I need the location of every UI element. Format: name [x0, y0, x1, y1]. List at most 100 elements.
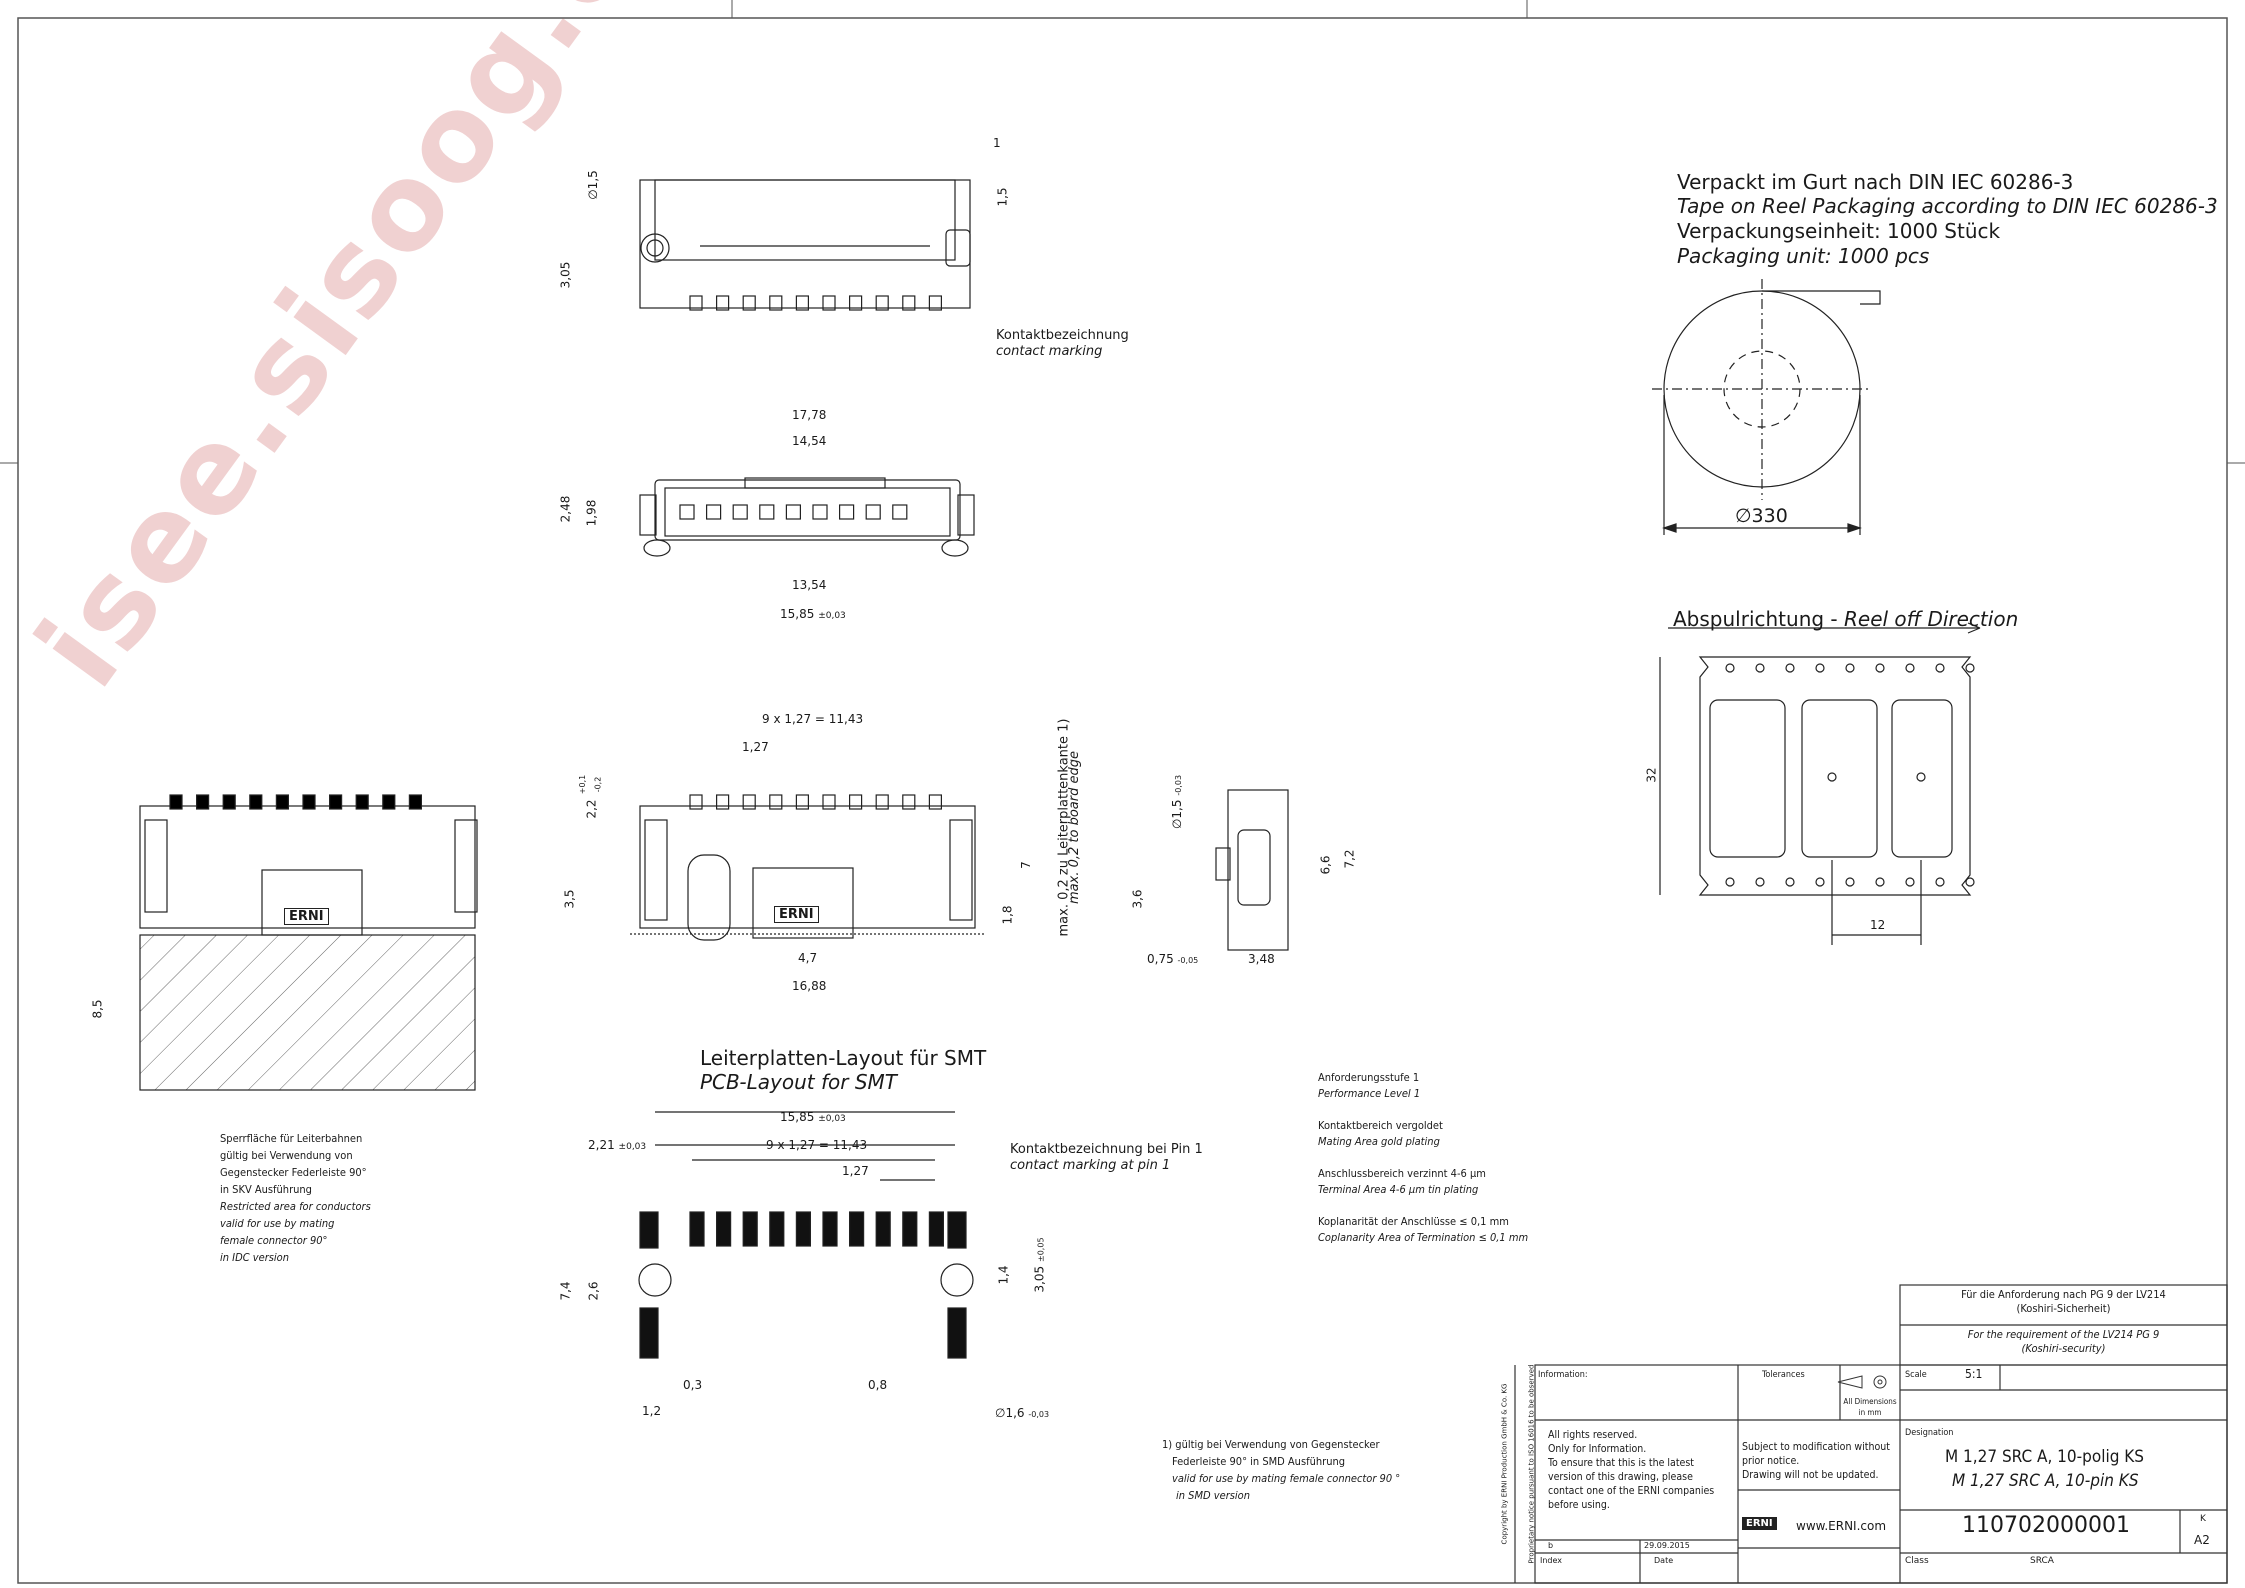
left-connector-pin — [275, 794, 289, 810]
front-view-pins — [679, 504, 908, 520]
pcb-dim-0-8: 0,8 — [868, 1378, 888, 1392]
side-view-pin — [769, 794, 783, 810]
top-view-pin — [689, 295, 703, 311]
left-connector-pin — [408, 794, 422, 810]
pcb-pad — [769, 1211, 785, 1247]
tape-hole — [1875, 877, 1885, 887]
top-view-pin — [742, 295, 756, 311]
left-connector-pin — [196, 794, 210, 810]
projection-symbol — [1837, 1375, 1887, 1389]
class-label: Class — [1905, 1556, 1929, 1566]
tape — [1659, 622, 1981, 945]
dim-0-75: 0,75 -0,05 — [1147, 952, 1199, 966]
side-view-pin — [742, 794, 756, 810]
copyright-1: Copyright by ERNI Production GmbH & Co. … — [1500, 1383, 1509, 1545]
dim-2-48: 2,48 — [558, 495, 573, 523]
left-connector-pins — [169, 794, 422, 810]
pcb-dim-1-2: 1,2 — [642, 1404, 662, 1418]
top-view — [639, 179, 971, 311]
dim-3-05: 3,05 — [558, 261, 573, 289]
packaging-unit-de: Verpackungseinheit: 1000 Stück — [1677, 219, 2001, 243]
side-view-pins — [689, 794, 943, 810]
dim-1-5-diameter: ∅1,5 — [585, 170, 600, 200]
dim-16-88: 16,88 — [792, 979, 827, 993]
rights-note: All rights reserved.Only for Information… — [1548, 1429, 1715, 1511]
part-number: 110702000001 — [1962, 1513, 2130, 1538]
tape-hole — [1965, 663, 1975, 673]
side-erni-logo: ERNI — [774, 906, 819, 923]
dim-2-2-tol-dn: -0,2 — [593, 776, 603, 793]
tape-hole — [1905, 877, 1915, 887]
dim-7: 7 — [1018, 861, 1033, 869]
left-connector-pin — [329, 794, 343, 810]
dim-17-78: 17,78 — [792, 408, 827, 422]
reel-diameter: ∅330 — [1735, 505, 1788, 527]
pcb-dim-3-05: 3,05 ±0,05 — [1032, 1237, 1047, 1293]
pcb-layout-title-en: PCB-Layout for SMT — [700, 1070, 897, 1094]
information-label: Information: — [1538, 1370, 1588, 1380]
title-block-lines — [1514, 1284, 2228, 1584]
dim-2-2: 2,2 — [584, 799, 599, 819]
dim-15-85: 15,85 ±0,03 — [780, 607, 846, 621]
front-view-pin — [679, 504, 695, 520]
pcb-pad — [928, 1211, 945, 1247]
tape-hole — [1905, 663, 1915, 673]
dim-7-2: 7,2 — [1342, 849, 1357, 869]
contact-marking-en: contact marking — [996, 344, 1103, 359]
tape-hole — [1935, 877, 1945, 887]
left-connector-pin — [249, 794, 263, 810]
pin1-marking-de: Kontaktbezeichnung bei Pin 1 — [1010, 1142, 1203, 1157]
designation-en: M 1,27 SRC A, 10-pin KS — [1952, 1471, 2139, 1491]
dim-32: 32 — [1644, 767, 1659, 783]
dim-14-54: 14,54 — [792, 434, 827, 448]
pcb-dim-7-4: 7,4 — [558, 1281, 573, 1301]
dim-2-2-tol-up: +0,1 — [578, 774, 588, 795]
dim-3-48: 3,48 — [1248, 952, 1275, 966]
top-view-pin — [822, 295, 836, 311]
website-link[interactable]: www.ERNI.com — [1796, 1519, 1887, 1533]
front-view-pin — [759, 504, 775, 520]
dim-1-8: 1,8 — [1000, 905, 1015, 925]
pcb-pad — [875, 1211, 891, 1247]
dim-3-5: 3,5 — [562, 889, 577, 909]
revision-label: K — [2200, 1514, 2206, 1524]
index-label: Index — [1540, 1556, 1563, 1565]
front-view-pin — [705, 504, 722, 520]
side-view — [630, 794, 985, 941]
copyright-2: Proprietary notice pursuant to ISO 16016… — [1527, 1364, 1536, 1564]
front-view-pin — [785, 504, 802, 520]
left-connector-pin — [222, 794, 236, 810]
side-view-pin — [795, 794, 810, 810]
pcb-dim-15-85: 15,85 ±0,03 — [780, 1110, 846, 1124]
top-view-pin — [848, 295, 863, 311]
designation-label: Designation — [1905, 1428, 1954, 1438]
reel — [1652, 279, 1881, 535]
dim-1-5: 1,5 — [995, 187, 1010, 207]
side-view-pin — [822, 794, 836, 810]
reel-off-title: Abspulrichtung - Reel off Direction — [1673, 607, 2019, 631]
pcb-pad — [795, 1211, 812, 1247]
designation-de: M 1,27 SRC A, 10-polig KS — [1945, 1447, 2145, 1467]
dim-side-1-5: ∅1,5 -0,03 — [1170, 774, 1185, 830]
tape-holes — [1725, 663, 1975, 887]
left-connector-pin — [169, 794, 183, 810]
date-label: Date — [1654, 1556, 1674, 1565]
footnote: 1) gültig bei Verwendung von Gegenstecke… — [1162, 1438, 1401, 1502]
pcb-pad — [742, 1211, 758, 1247]
left-connector-pin — [302, 794, 316, 810]
tape-hole — [1845, 877, 1855, 887]
tape-hole — [1785, 663, 1795, 673]
tape-hole — [1755, 877, 1765, 887]
tape-hole — [1815, 877, 1825, 887]
front-view-pin — [732, 504, 748, 520]
scale-label: Scale — [1905, 1370, 1927, 1380]
left-erni-logo: ERNI — [284, 908, 329, 925]
front-view-pin — [892, 504, 908, 520]
pcb-pad — [715, 1211, 732, 1247]
pcb-pad — [689, 1211, 705, 1247]
packaging-title-de: Verpackt im Gurt nach DIN IEC 60286-3 — [1677, 170, 2074, 194]
pcb-pad — [848, 1211, 865, 1247]
front-view — [639, 477, 975, 557]
